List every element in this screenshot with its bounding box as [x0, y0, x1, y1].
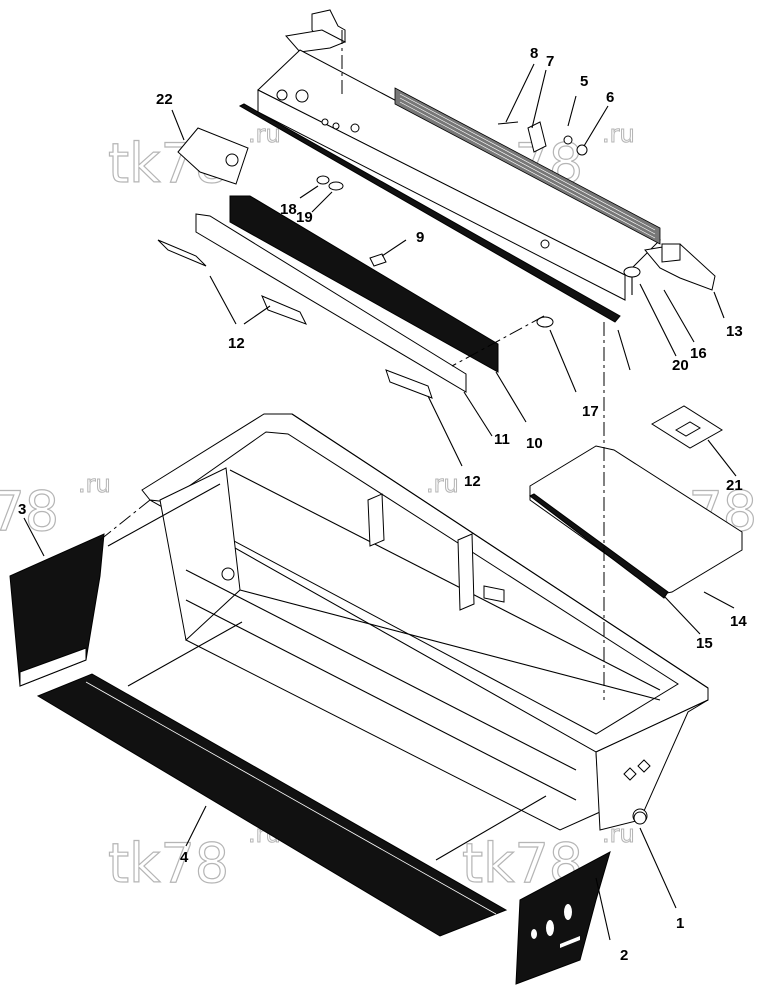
svg-text:tk78: tk78	[108, 832, 229, 895]
callout-4: 4	[180, 849, 189, 866]
callout-9: 9	[416, 229, 424, 246]
callout-1: 1	[676, 915, 684, 932]
callout-13: 13	[726, 323, 743, 340]
leader-lines	[23, 63, 737, 941]
callout-6: 6	[606, 89, 614, 106]
plate-item-22	[177, 127, 249, 185]
fitting-item-1	[633, 811, 647, 825]
callout-10: 10	[526, 435, 543, 452]
seal-strip-assembly	[157, 195, 499, 399]
callout-16: 16	[690, 345, 707, 362]
svg-text:.ru: .ru	[602, 120, 635, 148]
svg-text:.ru: .ru	[426, 470, 459, 498]
callout-18: 18	[280, 201, 297, 218]
callout-3: 3	[18, 501, 26, 518]
watermark-bottom-left: tk78 .ru	[107, 820, 281, 896]
end-panel-item-3	[9, 533, 105, 687]
top-rail-assembly	[238, 9, 716, 328]
callout-11: 11	[494, 431, 510, 448]
end-panel-item-2	[515, 851, 611, 985]
callout-22: 22	[156, 91, 173, 108]
cover-plate-item-14	[529, 445, 743, 599]
callout-12b: 12	[464, 473, 481, 490]
hopper-body	[141, 413, 709, 831]
callout-5: 5	[580, 73, 588, 90]
callout-15: 15	[696, 635, 713, 652]
callout-8: 8	[530, 45, 538, 62]
callout-labels: 1 2 3 4 5 6 7 8 9 10 11 12 12 13 14 15 1…	[18, 45, 747, 964]
callout-19: 19	[296, 209, 313, 226]
callout-12a: 12	[228, 335, 245, 352]
callout-21: 21	[726, 477, 743, 494]
svg-text:.ru: .ru	[78, 470, 111, 498]
bottom-panel-item-4	[36, 673, 508, 937]
svg-text:tk78: tk78	[0, 480, 59, 543]
callout-20: 20	[672, 357, 689, 374]
plate-item-21	[651, 405, 723, 449]
callout-2: 2	[620, 947, 628, 964]
assembly-lines	[99, 30, 605, 861]
callout-17: 17	[582, 403, 599, 420]
callout-14: 14	[730, 613, 747, 630]
callout-7: 7	[546, 53, 554, 70]
watermark-mid-left: tk78 .ru	[0, 470, 111, 544]
